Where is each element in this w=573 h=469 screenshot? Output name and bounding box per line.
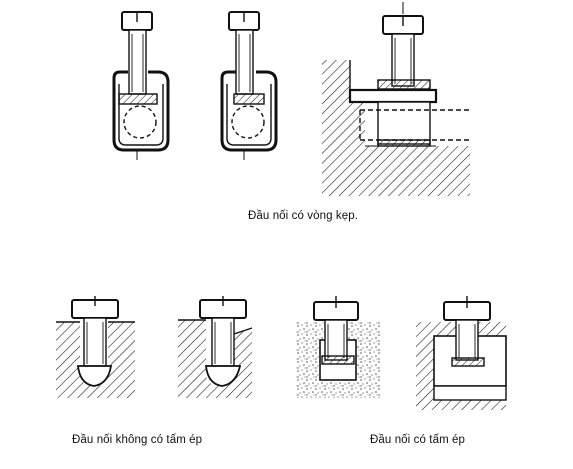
screw-terminal-with-plate-1 [296,296,380,398]
caption-ring-clamp: Đầu nối có vòng kẹp. [248,210,359,222]
ring-clamp-terminal-side [322,2,470,196]
ring-clamp-terminal-front-1 [112,11,170,160]
screw-terminal-with-plate-2 [416,296,507,410]
caption-without-plate: Đầu nối không có tấm ép [72,434,203,446]
screw-terminal-no-plate-1 [56,296,135,398]
caption-with-plate: Đầu nối có tấm ép [370,434,466,446]
ring-clamp-terminal-front-2 [220,11,278,160]
screw-terminal-no-plate-2 [178,296,253,398]
